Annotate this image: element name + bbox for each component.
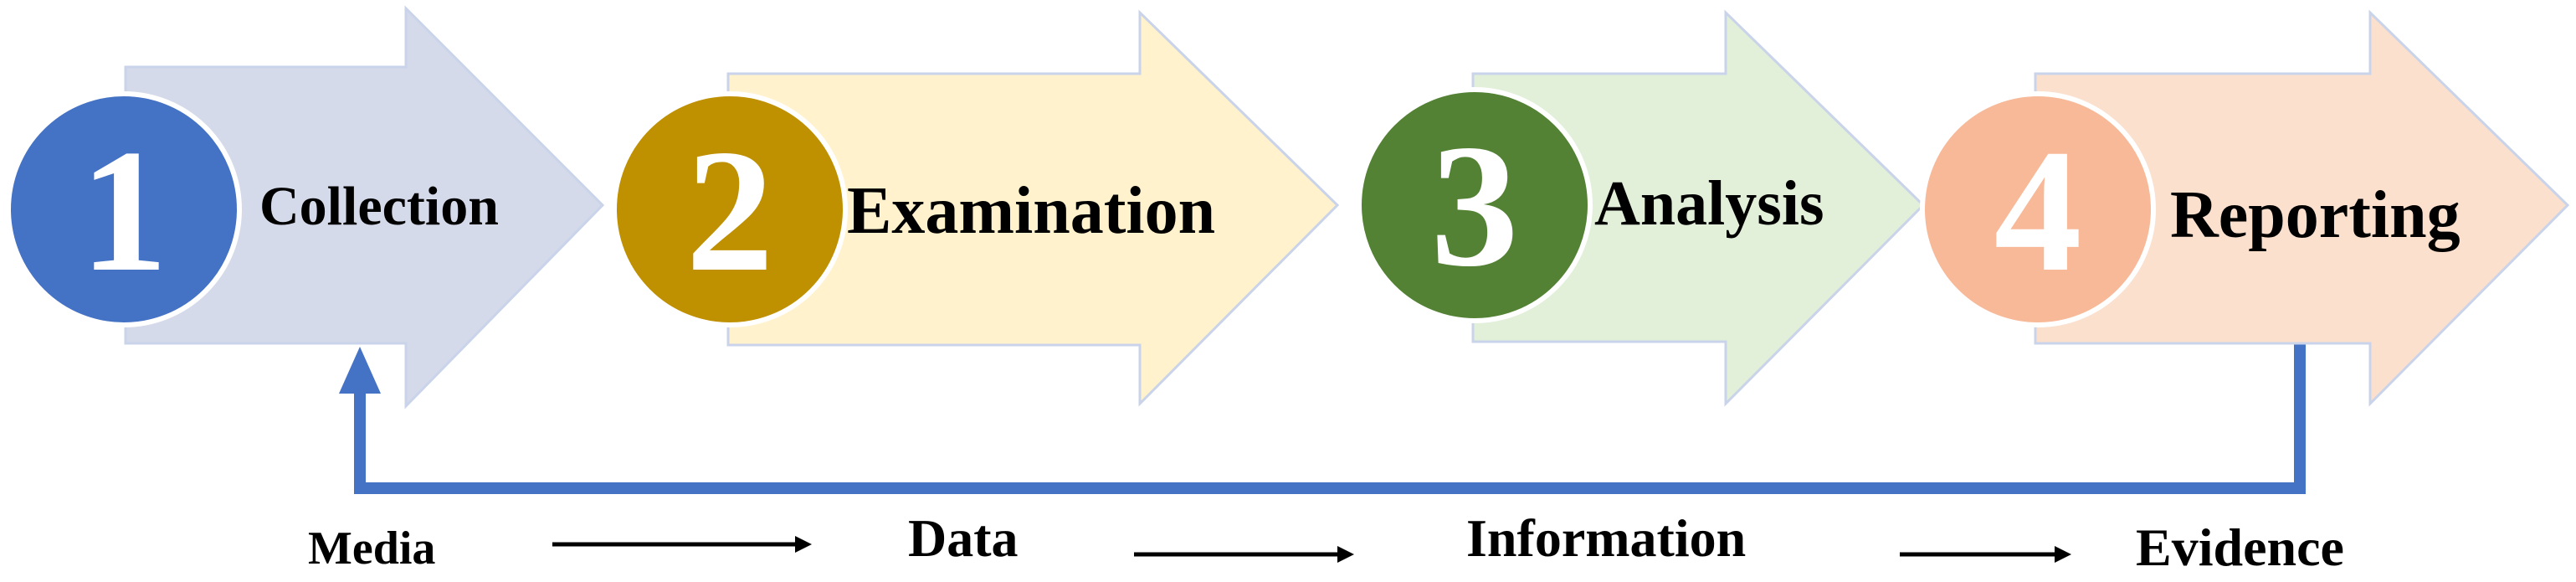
flow-label-data: Data — [908, 508, 1019, 568]
step-number-2: 2 — [686, 114, 774, 308]
step-analysis: 3 Analysis — [1357, 9, 1926, 407]
step-circle-2 — [612, 91, 848, 327]
flow-label-media: Media — [308, 523, 435, 574]
step-examination: 2 Examination — [612, 9, 1340, 407]
step-arrow-2 — [726, 9, 1340, 407]
flow-arrowhead-1 — [795, 536, 812, 553]
flow-arrowhead-2 — [1337, 546, 1354, 563]
step-circle-1 — [6, 91, 242, 327]
step-number-1: 1 — [80, 114, 168, 308]
step-number-4: 4 — [1994, 114, 2082, 308]
step-label-3: Analysis — [1594, 168, 1824, 239]
feedback-loop-arrowhead — [339, 347, 381, 394]
step-arrow-3 — [1471, 9, 1926, 407]
flow-arrowhead-3 — [2055, 546, 2071, 563]
step-label-2: Examination — [847, 174, 1215, 248]
step-label-4: Reporting — [2170, 178, 2461, 252]
data-flow-row: Media Data Information Evidence — [308, 508, 2344, 577]
step-label-1: Collection — [259, 176, 499, 237]
step-arrow-1 — [124, 5, 605, 409]
step-circle-4 — [1920, 91, 2156, 327]
step-circle-3 — [1357, 87, 1593, 323]
flow-label-evidence: Evidence — [2136, 518, 2344, 577]
feedback-loop-line — [354, 343, 2306, 494]
step-reporting: 4 Reporting — [1920, 9, 2570, 407]
flow-label-information: Information — [1466, 508, 1746, 568]
step-number-3: 3 — [1431, 109, 1519, 303]
step-arrow-4 — [2034, 9, 2570, 407]
step-collection: 1 Collection — [6, 5, 605, 409]
